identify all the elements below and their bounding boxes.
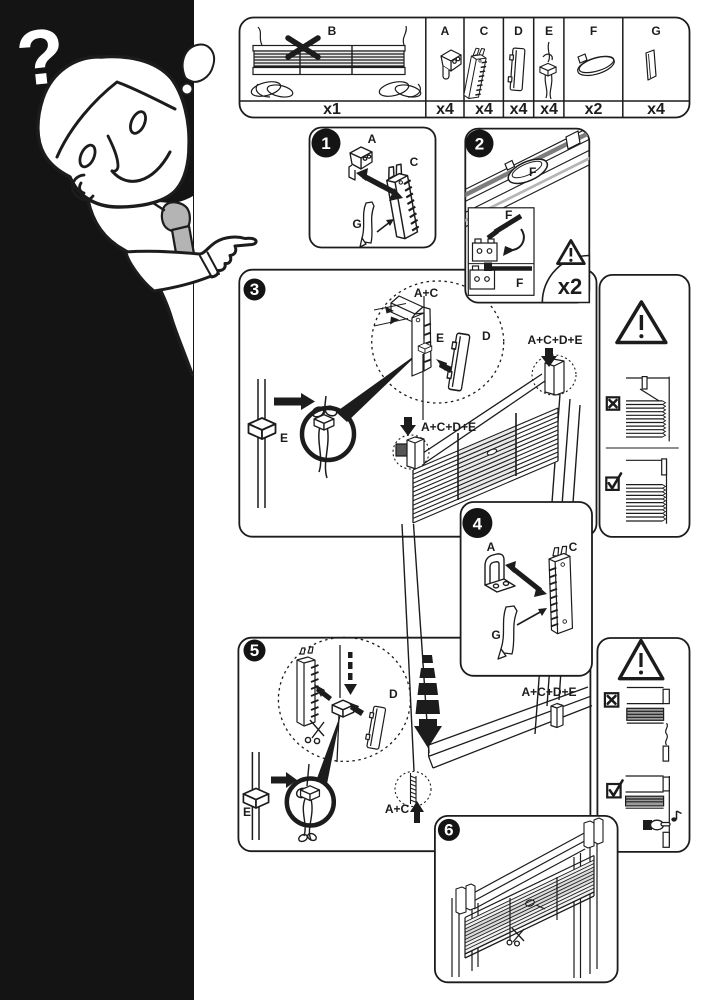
svg-text:1: 1: [321, 134, 330, 153]
svg-text:G: G: [352, 217, 361, 231]
svg-text:E: E: [436, 331, 444, 345]
svg-text:B: B: [328, 24, 337, 38]
svg-text:A+C+D+E: A+C+D+E: [527, 333, 582, 347]
svg-text:A+C+D+E: A+C+D+E: [421, 420, 476, 434]
svg-text:5: 5: [250, 641, 259, 660]
svg-text:F: F: [529, 165, 536, 179]
svg-text:x4: x4: [647, 101, 665, 118]
svg-text:6: 6: [444, 820, 453, 839]
svg-text:x2: x2: [585, 101, 603, 118]
svg-text:x4: x4: [436, 101, 454, 118]
svg-text:D: D: [482, 329, 491, 343]
svg-text:D: D: [514, 24, 523, 38]
svg-text:F: F: [505, 208, 512, 222]
svg-text:?: ?: [12, 11, 69, 103]
svg-text:E: E: [243, 805, 251, 819]
svg-text:4: 4: [473, 515, 483, 534]
svg-text:A+C+D+E: A+C+D+E: [521, 685, 576, 699]
svg-text:F: F: [590, 24, 597, 38]
svg-text:A: A: [441, 24, 450, 38]
svg-text:C: C: [410, 155, 419, 169]
svg-text:x4: x4: [510, 101, 528, 118]
svg-text:A+C: A+C: [414, 286, 439, 300]
svg-text:2: 2: [475, 135, 484, 154]
svg-text:A: A: [487, 540, 496, 554]
svg-text:x4: x4: [540, 101, 558, 118]
svg-text:3: 3: [250, 280, 259, 299]
svg-text:G: G: [491, 628, 500, 642]
svg-text:D: D: [389, 687, 398, 701]
svg-text:A+C: A+C: [385, 802, 410, 816]
svg-text:E: E: [545, 24, 553, 38]
svg-text:F: F: [516, 276, 523, 290]
svg-text:x2: x2: [558, 274, 582, 299]
svg-text:x1: x1: [323, 101, 341, 118]
svg-text:A: A: [368, 132, 377, 146]
svg-text:E: E: [280, 431, 288, 445]
svg-text:G: G: [651, 24, 660, 38]
svg-text:C: C: [480, 24, 489, 38]
svg-text:x4: x4: [475, 101, 493, 118]
svg-text:C: C: [569, 540, 578, 554]
